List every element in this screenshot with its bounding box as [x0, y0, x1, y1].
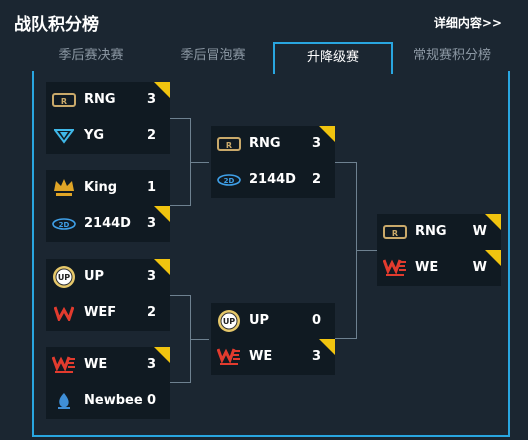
match-card-we-final[interactable]: WE W [377, 250, 501, 286]
page-title: 战队积分榜 [14, 15, 99, 35]
team-score: 3 [311, 136, 321, 151]
2144d-logo-icon: 2D [217, 168, 241, 192]
match-card-wef[interactable]: WEF 2 [46, 295, 170, 331]
match-card-rng[interactable]: R RNG 3 [46, 82, 170, 118]
team-name: UP [249, 313, 270, 328]
match-card-newbee[interactable]: Newbee 0 [46, 383, 170, 419]
team-name: RNG [249, 136, 281, 151]
bracket-connector [357, 250, 377, 251]
winner-flag [319, 126, 335, 142]
tab-regular-season[interactable]: 常规赛积分榜 [412, 48, 491, 63]
match-card-we[interactable]: WE 3 [46, 347, 170, 383]
match-card-yg[interactable]: YG 2 [46, 118, 170, 154]
team-name: YG [84, 128, 105, 143]
winner-flag [154, 206, 170, 222]
team-score: 2 [146, 128, 156, 143]
bracket-connector [169, 118, 191, 206]
bracket-connector [335, 162, 357, 339]
match-card-rng-final[interactable]: R RNG W [377, 214, 501, 250]
team-score: 1 [146, 180, 156, 195]
bracket-connector [169, 295, 191, 383]
winner-flag [485, 214, 501, 230]
team-score: 3 [146, 216, 156, 231]
team-score: 3 [146, 357, 156, 372]
team-score: W [472, 224, 487, 239]
team-score: 0 [311, 313, 321, 328]
match-card-rng-round2[interactable]: R RNG 3 [211, 126, 335, 162]
team-score: W [472, 260, 487, 275]
king-logo-icon [52, 176, 76, 200]
rng-logo-icon: R [217, 132, 241, 156]
up-logo-icon: UP [52, 265, 76, 289]
svg-text:R: R [392, 229, 398, 238]
winner-flag [485, 250, 501, 266]
we-logo-icon [383, 256, 407, 280]
match-card-2144d[interactable]: 2D 2144D 3 [46, 206, 170, 242]
team-name: King [84, 180, 118, 195]
yg-logo-icon [52, 124, 76, 148]
details-link[interactable]: 详细内容>> [433, 16, 502, 30]
bracket-panel: R RNG 3 YG 2 King 1 2D 2144D 3 UP UP 3 [32, 71, 510, 437]
bracket-connector [191, 162, 209, 163]
match-card-up-round2[interactable]: UP UP 0 [211, 303, 335, 339]
svg-text:UP: UP [58, 273, 70, 282]
we-logo-icon [52, 353, 76, 377]
tab-bar: 季后赛决赛 季后冒泡赛 升降级赛 常规赛积分榜 [32, 42, 510, 74]
match-card-king[interactable]: King 1 [46, 170, 170, 206]
we-logo-icon [217, 345, 241, 369]
team-name: WE [249, 349, 273, 364]
team-name: WEF [84, 305, 117, 320]
tab-playoff-final[interactable]: 季后赛决赛 [58, 48, 124, 63]
winner-flag [154, 347, 170, 363]
rng-logo-icon: R [383, 220, 407, 244]
team-score: 2 [146, 305, 156, 320]
bracket-connector [191, 339, 209, 340]
up-logo-icon: UP [217, 309, 241, 333]
winner-flag [154, 82, 170, 98]
team-name: WE [415, 260, 439, 275]
wef-logo-icon [52, 301, 76, 325]
team-name: Newbee [84, 393, 143, 408]
match-card-2144d-round2[interactable]: 2D 2144D 2 [211, 162, 335, 198]
winner-flag [319, 339, 335, 355]
2144d-logo-icon: 2D [52, 212, 76, 236]
match-card-we-round2[interactable]: WE 3 [211, 339, 335, 375]
svg-text:UP: UP [223, 317, 235, 326]
team-name: RNG [415, 224, 447, 239]
newbee-logo-icon [52, 389, 76, 413]
svg-text:2D: 2D [59, 221, 70, 229]
team-name: RNG [84, 92, 116, 107]
tab-promotion-relegation[interactable]: 升降级赛 [273, 42, 393, 74]
team-name: WE [84, 357, 108, 372]
match-card-up[interactable]: UP UP 3 [46, 259, 170, 295]
team-name: UP [84, 269, 105, 284]
team-score: 3 [146, 269, 156, 284]
team-score: 3 [146, 92, 156, 107]
team-score: 3 [311, 349, 321, 364]
team-score: 2 [311, 172, 321, 187]
winner-flag [154, 259, 170, 275]
svg-text:R: R [226, 141, 232, 150]
tab-playoff-bubble[interactable]: 季后冒泡赛 [180, 48, 246, 63]
team-name: 2144D [249, 172, 296, 187]
svg-text:R: R [61, 97, 67, 106]
team-score: 0 [146, 393, 156, 408]
rng-logo-icon: R [52, 88, 76, 112]
team-name: 2144D [84, 216, 131, 231]
svg-text:2D: 2D [224, 177, 235, 185]
